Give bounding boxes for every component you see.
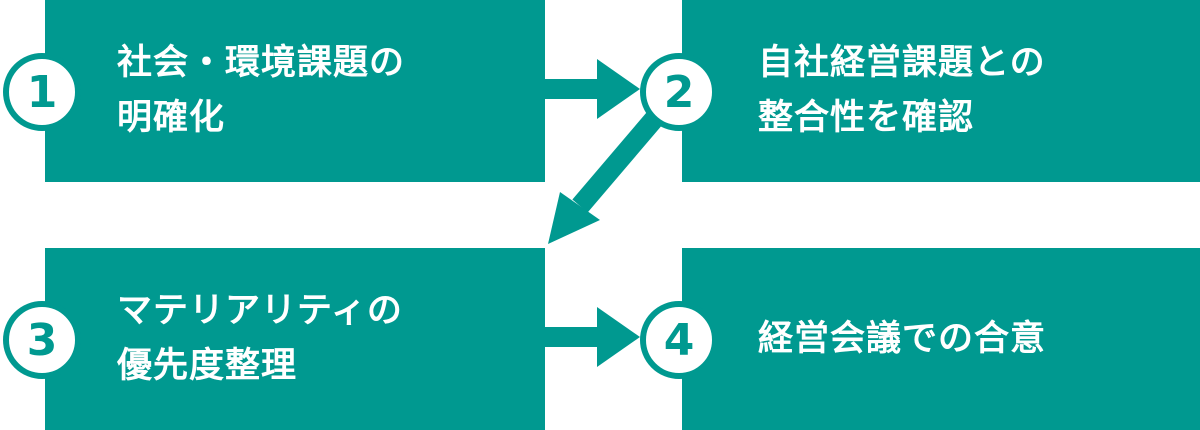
step-3-number-badge: 3 <box>3 301 81 379</box>
step-3-label: マテリアリティの 優先度整理 <box>117 291 403 386</box>
step-4-label: 経営会議での合意 <box>758 318 1047 359</box>
step-1-label: 社会・環境課題の 明確化 <box>117 43 406 138</box>
step-1-box: 社会・環境課題の 明確化 <box>45 0 545 182</box>
step-2-box: 自社経営課題との 整合性を確認 <box>682 0 1200 182</box>
step-1-number-badge: 1 <box>3 53 81 131</box>
step-2-label: 自社経営課題との 整合性を確認 <box>758 43 1046 138</box>
step-2-number-badge: 2 <box>640 53 718 131</box>
arrow-1-to-2 <box>545 59 640 119</box>
step-4-number-badge: 4 <box>640 301 718 379</box>
arrow-2-to-3 <box>548 111 663 244</box>
arrow-3-to-4 <box>545 307 640 367</box>
step-3-box: マテリアリティの 優先度整理 <box>45 248 545 430</box>
step-4-box: 経営会議での合意 <box>682 248 1200 430</box>
